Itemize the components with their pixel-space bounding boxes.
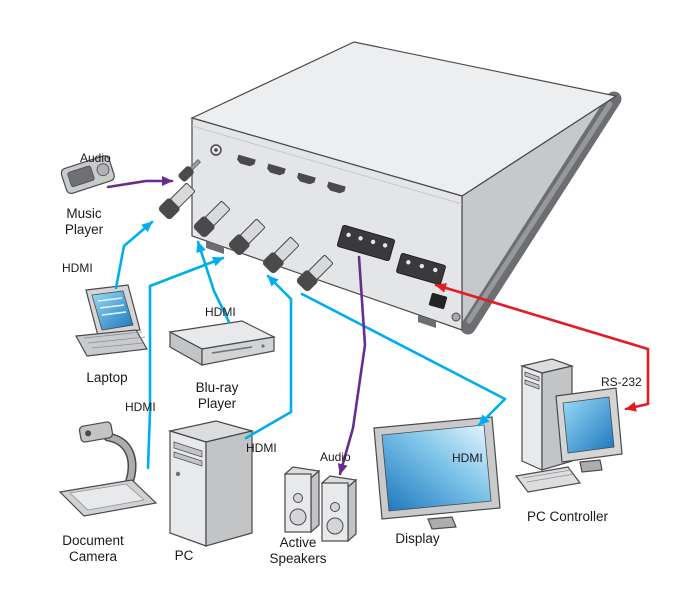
hdmi-plug-5 — [296, 255, 333, 292]
audio-jack-pin — [214, 148, 218, 152]
terminal-block-audio-out — [336, 224, 396, 262]
hdmi-plug-2 — [193, 201, 230, 238]
disc-slot — [211, 346, 253, 354]
label-bluray-player: Blu-ray Player — [195, 380, 239, 411]
switcher-foot-left — [206, 241, 224, 254]
cable-label-bluray-hdmi: HDMI — [205, 305, 236, 319]
rs232-cable-pc-controller — [434, 283, 650, 412]
cable-label-laptop-hdmi: HDMI — [62, 261, 93, 275]
audio-cable-speakers — [337, 255, 367, 476]
camera-arm — [105, 434, 135, 489]
audio-jack-port-icon — [210, 144, 222, 156]
camera-lens-icon — [85, 430, 92, 437]
controller-monitor-screen — [562, 396, 615, 454]
hdmi-plug-1 — [158, 183, 195, 220]
display-stand — [427, 516, 457, 530]
label-music-player: Music Player — [64, 206, 104, 237]
label-pc: PC — [174, 548, 194, 563]
hdmi-cable-bluray — [196, 240, 231, 324]
cable-label-pc-hdmi: HDMI — [246, 441, 277, 455]
drive-bay-2 — [173, 451, 203, 467]
pc-power-button — [175, 471, 181, 477]
hdmi-cable-laptop — [114, 220, 154, 290]
audio-plug — [178, 159, 201, 182]
label-display: Display — [395, 531, 440, 546]
bluray-player-device — [168, 320, 276, 367]
speaker-tweeter-2 — [330, 502, 340, 512]
label-laptop: Laptop — [86, 370, 128, 385]
cable-label-display-hdmi: HDMI — [452, 451, 483, 465]
speaker-woofer-2 — [326, 517, 344, 535]
hdmi-port-icons — [237, 154, 346, 194]
hdmi-plug-4 — [262, 237, 299, 274]
laptop-device — [75, 284, 148, 357]
cable-label-speakers-audio: Audio — [320, 450, 351, 464]
music-player-device — [60, 155, 115, 195]
power-button — [451, 312, 461, 322]
document-camera-device — [58, 421, 158, 517]
switcher-device — [190, 41, 622, 335]
cable-label-rs232: RS-232 — [601, 375, 642, 389]
camera-head — [78, 421, 114, 443]
switcher-foot-right — [418, 315, 436, 328]
display-device — [373, 416, 501, 530]
controller-keyboard — [514, 466, 582, 493]
label-document-camera: Document Camera — [62, 533, 124, 564]
panel-groove — [191, 125, 463, 205]
cable-label-music-audio: Audio — [80, 151, 111, 165]
drive-bay-1 — [173, 441, 203, 458]
hdmi-cable-document-camera — [146, 256, 225, 470]
laptop-keyboard — [75, 329, 148, 357]
speaker-tweeter-1 — [293, 493, 303, 503]
speaker-woofer-1 — [289, 508, 307, 526]
display-screen — [381, 424, 492, 512]
label-pc-controller: PC Controller — [526, 509, 609, 524]
label-active-speakers: Active Speakers — [269, 535, 327, 566]
audio-cable-music-player — [106, 176, 174, 189]
terminal-block-rs232 — [396, 253, 446, 285]
pc-device — [167, 420, 255, 547]
cable-label-doccam-hdmi: HDMI — [125, 400, 156, 414]
hdmi-plug-3 — [228, 219, 265, 256]
hdmi-cable-pc — [244, 274, 293, 440]
active-speakers-device — [283, 466, 358, 543]
